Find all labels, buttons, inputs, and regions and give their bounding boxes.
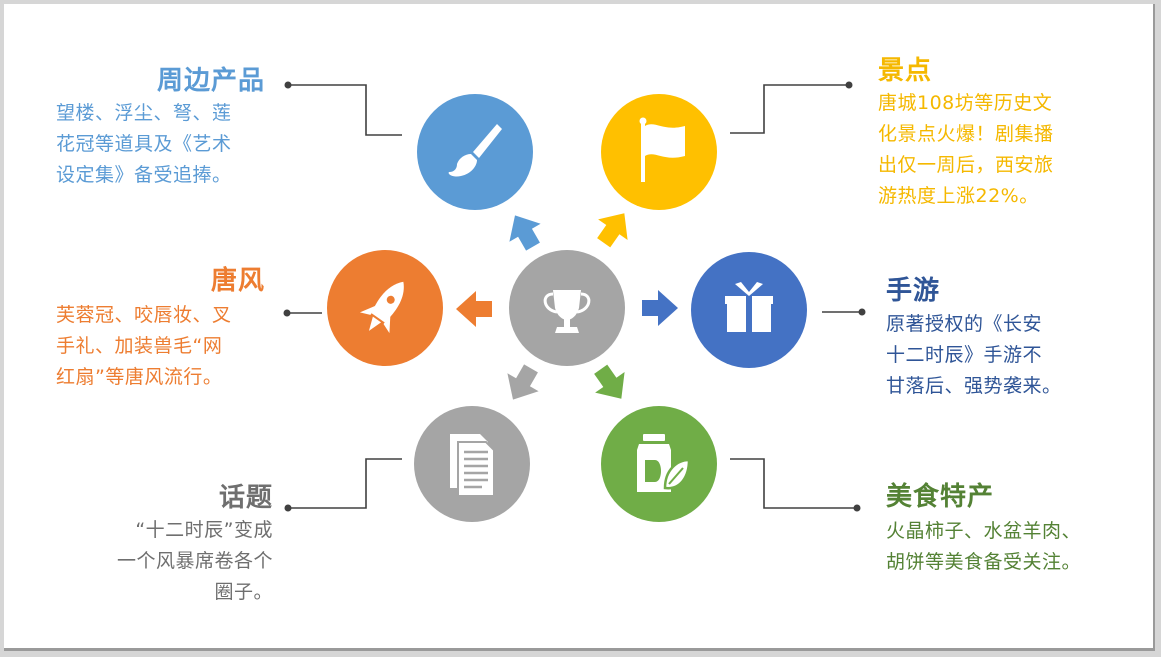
connector-dot-topic bbox=[284, 504, 292, 512]
flag-icon bbox=[639, 117, 685, 182]
arrow-tang-style bbox=[456, 291, 492, 327]
slide: 周边产品 望楼、浮尘、弩、莲 花冠等道具及《艺术 设定集》备受追捧。 唐风 芙蓉… bbox=[4, 4, 1155, 651]
connector-dot-mobile-game bbox=[858, 308, 866, 316]
arrow-scenic bbox=[597, 213, 628, 248]
title-mobile-game: 手游 bbox=[886, 276, 941, 306]
diagram-graphics bbox=[283, 81, 866, 522]
jar-leaf-icon bbox=[637, 434, 691, 492]
title-scenic: 景点 bbox=[878, 56, 933, 86]
connector-peripheral bbox=[288, 84, 402, 136]
documents-icon bbox=[450, 434, 495, 497]
title-peripheral: 周边产品 bbox=[156, 66, 265, 96]
desc-tang-style: 芙蓉冠、咬唇妆、叉 手礼、加装兽毛“网 红扇”等唐风流行。 bbox=[56, 304, 232, 388]
connector-dot-scenic bbox=[845, 81, 853, 89]
desc-topic: “十二时辰”变成 一个风暴席卷各个 圈子。 bbox=[116, 519, 273, 603]
arrow-topic bbox=[507, 364, 539, 400]
arrow-food bbox=[594, 364, 625, 399]
connector-food bbox=[730, 458, 857, 509]
trophy-icon bbox=[543, 290, 591, 333]
connector-dot-tang-style bbox=[283, 309, 291, 317]
connector-scenic bbox=[730, 84, 849, 134]
connector-topic bbox=[288, 458, 402, 509]
arrow-peripheral bbox=[509, 215, 541, 251]
paintbrush-icon bbox=[448, 124, 502, 177]
arrows bbox=[456, 213, 678, 400]
title-tang-style: 唐风 bbox=[210, 266, 265, 296]
connector-dot-food bbox=[853, 504, 861, 512]
desc-food: 火晶柿子、水盆羊肉、 胡饼等美食备受关注。 bbox=[886, 520, 1082, 573]
desc-peripheral: 望楼、浮尘、弩、莲 花冠等道具及《艺术 设定集》备受追捧。 bbox=[56, 102, 232, 186]
rocket-icon bbox=[359, 281, 404, 334]
arrow-mobile-game bbox=[642, 290, 678, 326]
title-food: 美食特产 bbox=[886, 482, 995, 512]
desc-scenic: 唐城108坊等历史文 化景点火爆！剧集播 出仅一周后，西安旅 游热度上涨22%。 bbox=[878, 92, 1054, 207]
title-topic: 话题 bbox=[218, 483, 273, 513]
desc-mobile-game: 原著授权的《长安 十二时辰》手游不 甘落后、强势袭来。 bbox=[886, 313, 1062, 397]
connector-dot-peripheral bbox=[284, 81, 292, 89]
gift-icon bbox=[725, 282, 773, 332]
